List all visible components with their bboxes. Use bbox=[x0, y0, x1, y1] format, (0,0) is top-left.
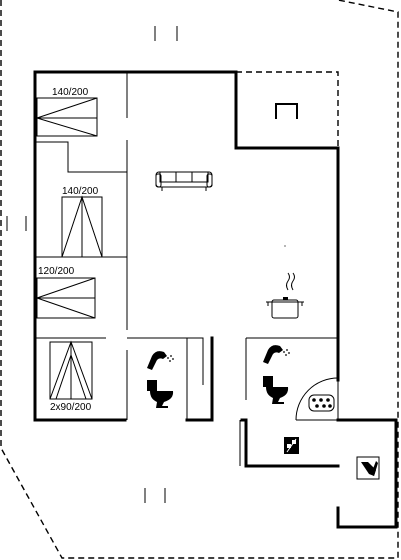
stove-icon bbox=[308, 394, 335, 412]
sofa-icon bbox=[155, 171, 213, 191]
bed-3: 120/200 bbox=[36, 266, 96, 319]
outdoor-shower-icon bbox=[356, 456, 380, 480]
fireplace-icon bbox=[275, 103, 298, 119]
bed-2: 140/200 bbox=[61, 186, 103, 258]
toilet-icon bbox=[147, 380, 174, 408]
shower-icon bbox=[147, 351, 174, 370]
exterior-walls bbox=[33, 70, 398, 529]
window-marks bbox=[6, 26, 178, 503]
bed-1: 140/200 bbox=[36, 87, 98, 137]
toilet-icon-2 bbox=[263, 376, 289, 404]
interior-walls bbox=[35, 72, 339, 466]
bed-3-label: 120/200 bbox=[38, 266, 75, 277]
bed-4-label: 2x90/200 bbox=[50, 402, 92, 413]
bed-4: 2x90/200 bbox=[49, 340, 93, 413]
shower-icon-2 bbox=[263, 345, 290, 364]
bed-2-label: 140/200 bbox=[62, 186, 99, 197]
cooking-pot-icon bbox=[266, 272, 304, 319]
washing-machine-icon bbox=[284, 437, 299, 454]
bed-1-label: 140/200 bbox=[52, 87, 89, 98]
